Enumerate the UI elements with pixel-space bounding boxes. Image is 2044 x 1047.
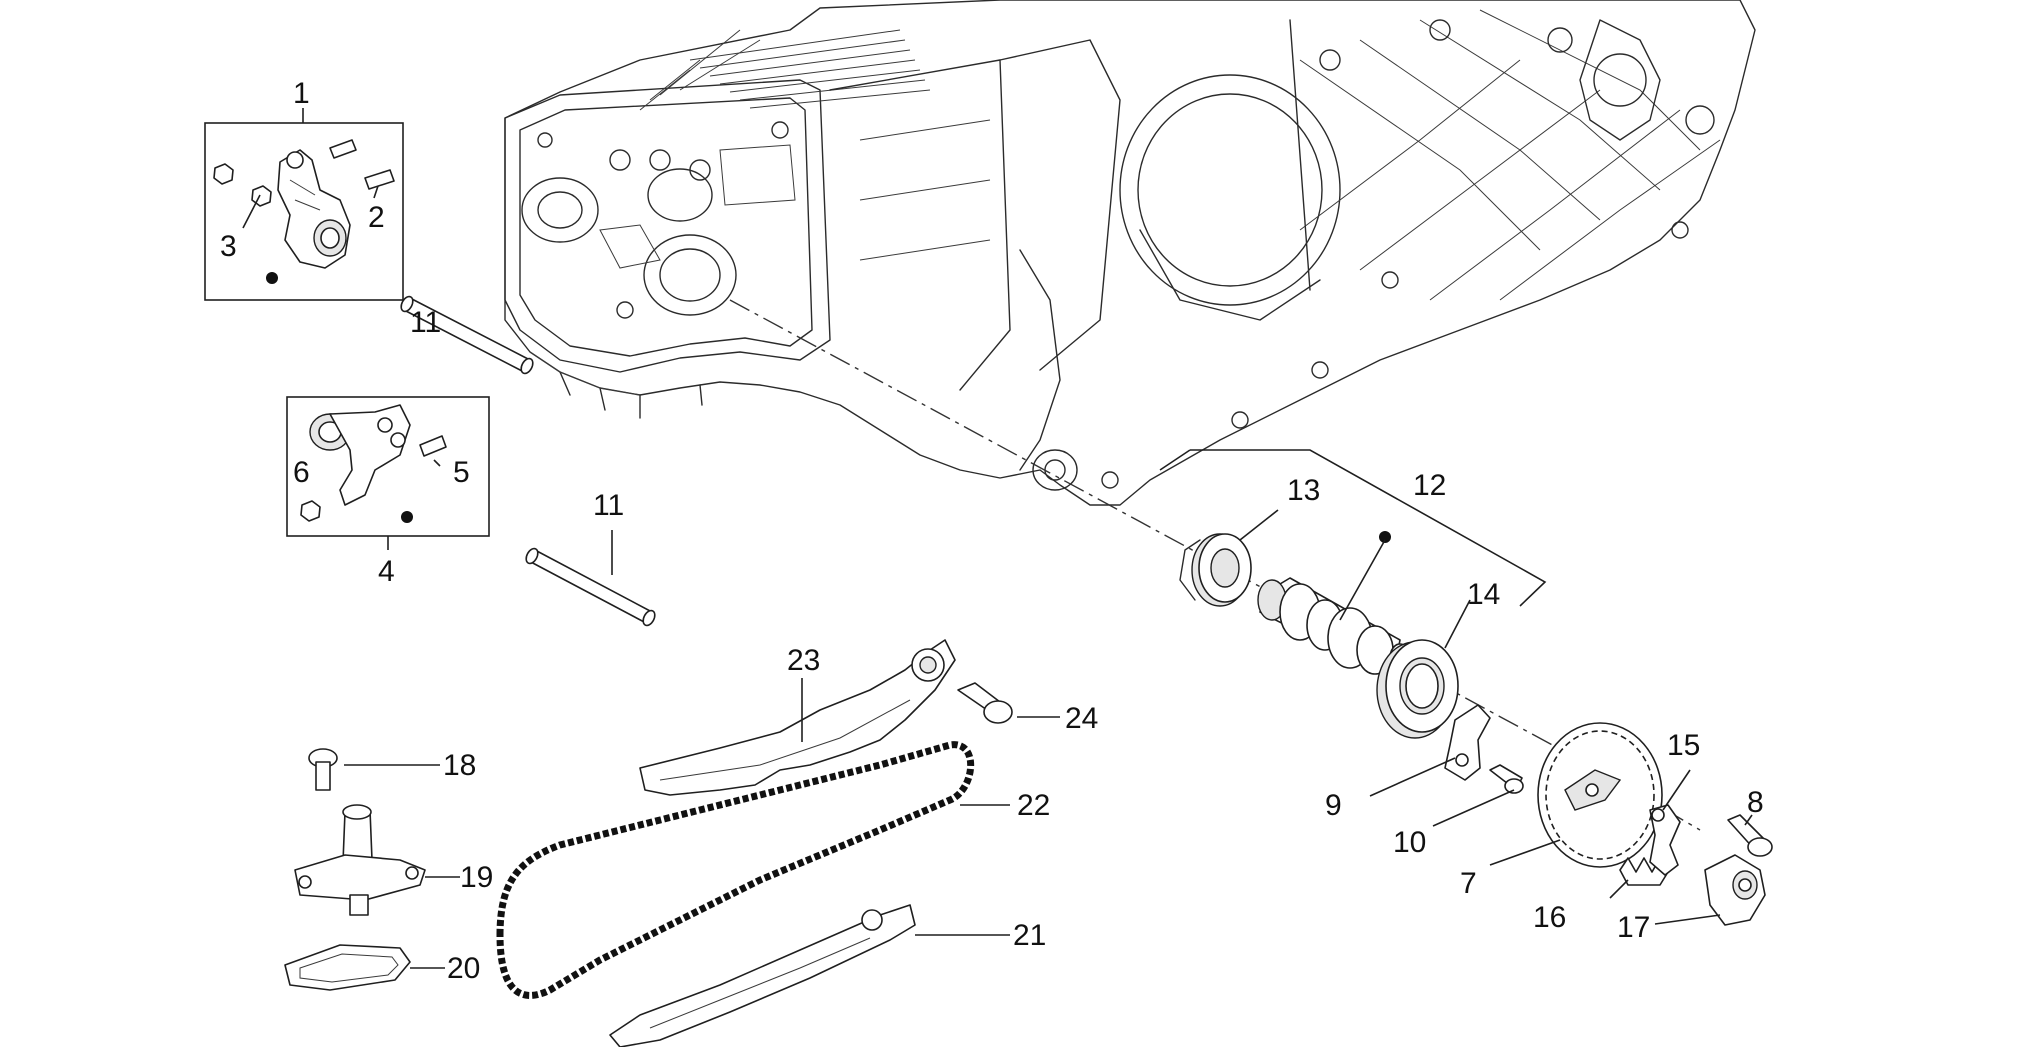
plate-9 (1444, 704, 1491, 781)
callout-7: 7 (1460, 867, 1477, 900)
cam-sprocket-7 (1537, 722, 1663, 868)
callout-6: 6 (293, 456, 310, 489)
rocker-shaft-pin-11-upper (400, 295, 534, 375)
callout-19: 19 (460, 861, 493, 894)
nut-6 (300, 500, 321, 522)
dot-marker-upper (266, 272, 278, 284)
engine-crankcase (504, 0, 1756, 506)
callout-4: 4 (378, 555, 395, 588)
callout-5: 5 (453, 456, 470, 489)
callout-1: 1 (293, 77, 310, 110)
callout-11-lower: 11 (593, 489, 624, 522)
callout-11-upper: 11 (410, 306, 441, 339)
chain-guide-23 (639, 639, 956, 796)
callout-18: 18 (443, 749, 476, 782)
callout-13: 13 (1287, 474, 1320, 507)
callout-3: 3 (220, 230, 237, 263)
screw-8 (1727, 814, 1773, 857)
callout-16: 16 (1533, 901, 1566, 934)
timing-chain-22 (496, 741, 975, 999)
callout-15: 15 (1667, 729, 1700, 762)
callout-12: 12 (1413, 469, 1446, 502)
rocker-arm-lower (309, 404, 411, 506)
bearing-14 (1376, 639, 1459, 739)
callout-10: 10 (1393, 826, 1426, 859)
callout-21: 21 (1013, 919, 1046, 952)
adjuster-screw-5 (419, 435, 447, 457)
dot-marker-camshaft (1379, 531, 1391, 543)
rocker-shaft-pin-11-lower (525, 547, 656, 627)
callout-20: 20 (447, 952, 480, 985)
callout-2: 2 (368, 201, 385, 234)
callout-24: 24 (1065, 702, 1098, 735)
rocker-arm-upper (277, 149, 351, 269)
callout-8: 8 (1747, 786, 1764, 819)
dot-marker-lower (401, 511, 413, 523)
assembly-box-1 (204, 122, 404, 301)
callout-9: 9 (1325, 789, 1342, 822)
adjuster-screw-2 (329, 139, 395, 190)
callout-23: 23 (787, 644, 820, 677)
gasket-20 (284, 944, 411, 991)
callout-labels: 1 2 3 4 5 6 7 8 9 10 11 11 12 13 14 15 1… (220, 77, 1764, 985)
chain-tensioner-19 (294, 804, 426, 916)
callout-14: 14 (1467, 578, 1500, 611)
counterweight-17 (1704, 854, 1766, 926)
bolt-18 (308, 748, 338, 791)
assembly-bracket-12 (1190, 449, 1547, 607)
tensioner-slide-21 (609, 904, 916, 1047)
nut-3 (213, 163, 272, 207)
decompressor-15 (1649, 804, 1681, 876)
bolt-24 (957, 682, 1013, 724)
bearing-13 (1179, 533, 1252, 607)
screw-10 (1489, 764, 1524, 794)
callout-17: 17 (1617, 911, 1650, 944)
callout-22: 22 (1017, 789, 1050, 822)
